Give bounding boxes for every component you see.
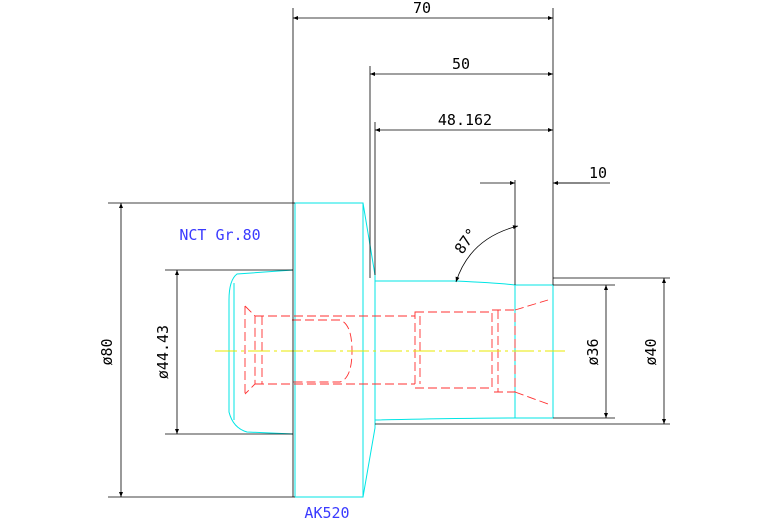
dim-label-dia36: ø36 bbox=[584, 338, 602, 365]
dim-label-50: 50 bbox=[452, 55, 470, 73]
hidden-lines bbox=[244, 299, 549, 405]
dim-label-dia44: ø44.43 bbox=[154, 325, 172, 379]
shank-bottom-edge bbox=[374, 417, 553, 421]
part-number-label: AK520 bbox=[304, 504, 349, 522]
part-labels: NCT Gr.80 AK520 bbox=[179, 226, 349, 522]
flange-outline bbox=[294, 202, 364, 498]
hub-outline bbox=[228, 269, 294, 435]
dim-label-48-162: 48.162 bbox=[438, 111, 492, 129]
dim-label-87: 87° bbox=[451, 225, 481, 258]
material-label: NCT Gr.80 bbox=[179, 226, 260, 244]
dim-arc-87 bbox=[455, 225, 519, 283]
dim-label-10: 10 bbox=[589, 164, 607, 182]
part-outline bbox=[228, 202, 554, 498]
neck-outline bbox=[362, 202, 376, 498]
dim-label-dia40: ø40 bbox=[642, 338, 660, 365]
dim-label-dia80: ø80 bbox=[98, 338, 116, 365]
dim-label-70: 70 bbox=[413, 0, 431, 17]
dimension-lines bbox=[119, 16, 666, 497]
shank-top-edge bbox=[375, 280, 553, 286]
extension-lines bbox=[108, 8, 670, 498]
dimension-text: 70 50 48.162 10 87° ø80 ø44.43 ø36 ø40 bbox=[98, 0, 660, 379]
